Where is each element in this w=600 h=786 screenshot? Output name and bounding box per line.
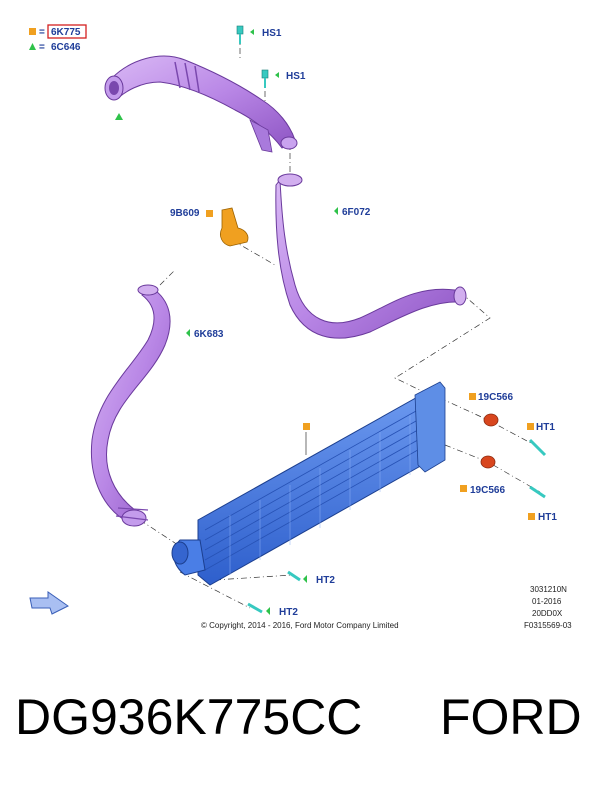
brand-name: FORD: [440, 689, 582, 745]
hs1-screw-b: HS1: [261, 69, 306, 88]
part-number: DG936K775CC: [15, 689, 363, 745]
intercooler: [171, 381, 446, 586]
reference-line-2: 01-2016: [532, 597, 562, 606]
ht2-screw-b: HT2: [247, 602, 298, 618]
legend-equals-1: =: [39, 27, 45, 38]
inlet-duct: [104, 55, 298, 153]
reference-line-1: 3031210N: [530, 585, 567, 594]
label-hs1-b: HS1: [286, 71, 306, 82]
ht1-screw-a: HT1: [527, 422, 555, 457]
label-ht2-a: HT2: [316, 575, 335, 586]
triangle-marker-icon: [115, 113, 123, 120]
ht1-screw-b: HT1: [528, 485, 557, 523]
direction-arrow-icon: [29, 591, 69, 615]
hose-clip: 9B609: [170, 207, 249, 247]
legend-triangle-code: 6C646: [51, 42, 81, 53]
parts-diagram: = 6K775 = 6C646 HS1: [29, 24, 572, 630]
label-ht1-b: HT1: [538, 512, 557, 523]
legend-square-code: 6K775: [51, 27, 81, 38]
insulator-bottom: 19C566: [460, 455, 505, 496]
reference-line-4: F0315569-03: [524, 621, 572, 630]
label-6f072: 6F072: [342, 207, 371, 218]
label-ht2-b: HT2: [279, 607, 298, 618]
reference-block: 3031210N 01-2016 20DD0X F0315569-03: [524, 585, 572, 630]
ht2-screw-a: HT2: [287, 570, 335, 586]
insulator-top: 19C566: [469, 392, 513, 427]
reference-line-3: 20DD0X: [532, 609, 563, 618]
lower-hose: 6K683: [90, 284, 224, 527]
label-19c566-b: 19C566: [470, 485, 505, 496]
legend-highlight-box: [47, 24, 87, 39]
legend-equals-2: =: [39, 42, 45, 53]
legend-triangle-icon: [29, 43, 36, 50]
upper-hose: 6F072: [275, 173, 467, 339]
hs1-screw-a: HS1: [236, 25, 282, 44]
label-6k683: 6K683: [194, 329, 224, 340]
legend-square-icon: [29, 28, 36, 35]
label-19c566-a: 19C566: [478, 392, 513, 403]
label-ht1-a: HT1: [536, 422, 555, 433]
label-9b609: 9B609: [170, 208, 200, 219]
copyright-text: © Copyright, 2014 - 2016, Ford Motor Com…: [201, 621, 399, 630]
label-hs1-a: HS1: [262, 28, 282, 39]
legend: = 6K775 = 6C646: [29, 24, 87, 53]
